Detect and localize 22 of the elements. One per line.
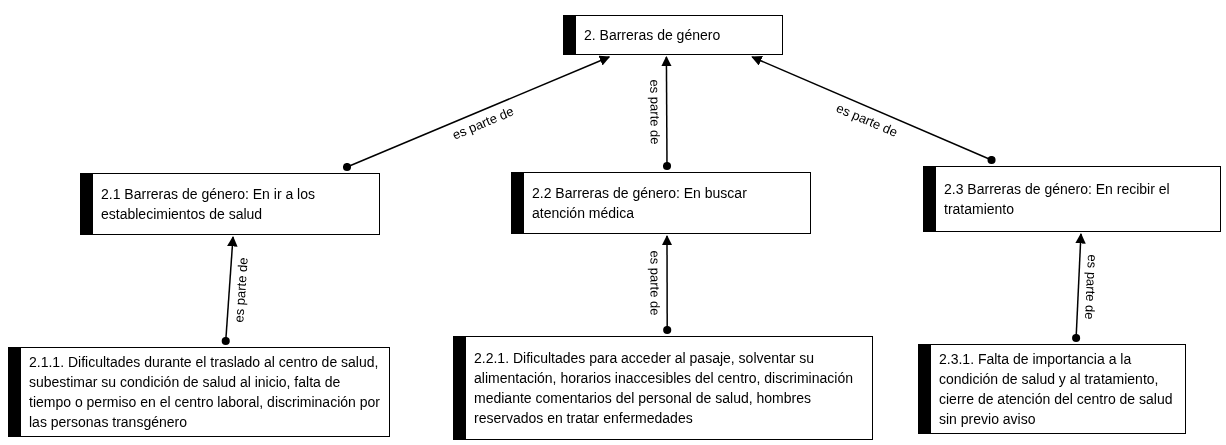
text-box xyxy=(923,166,1221,232)
box-text: 2.2 Barreras de género: En buscar atención médica xyxy=(532,184,748,223)
arrow xyxy=(751,55,996,165)
arrow xyxy=(1072,232,1086,343)
text-box xyxy=(80,173,380,235)
text-box xyxy=(453,336,873,440)
box-text: 2.3 Barreras de género: En recibir el tratamiento xyxy=(944,180,1171,219)
text-box xyxy=(8,347,390,437)
box-text: 2. Barreras de género xyxy=(584,26,721,45)
box-text: 2.1.1. Dificultades durante el traslado al centro de salud, subestimar su condición de salud al inicio, falta de tiempo o permiso en el centro laboral, discriminación por las personas transgénero xyxy=(29,353,381,432)
box-text: 2.1 Barreras de género: En ir a los establecimientos de salud xyxy=(101,185,316,224)
arrow xyxy=(221,235,238,346)
text-box xyxy=(918,344,1186,434)
arrow xyxy=(661,234,673,335)
box-text: 2.3.1. Falta de importancia a la condición de salud y al tratamiento, cierre de atención del centro de salud sin previo aviso xyxy=(939,350,1174,429)
edge-label: es parte de xyxy=(647,248,663,318)
edge-label: es parte de xyxy=(647,77,663,147)
arrow xyxy=(342,55,611,172)
text-box xyxy=(563,15,783,55)
text-box xyxy=(511,172,811,234)
box-text: 2.2.1. Dificultades para acceder al pasaje, solventar su alimentación, horarios inaccesibles del centro, discriminación mediante comentarios del personal de salud, hombres reservados en tratar enfermedades xyxy=(474,349,854,428)
arrow xyxy=(661,55,672,171)
